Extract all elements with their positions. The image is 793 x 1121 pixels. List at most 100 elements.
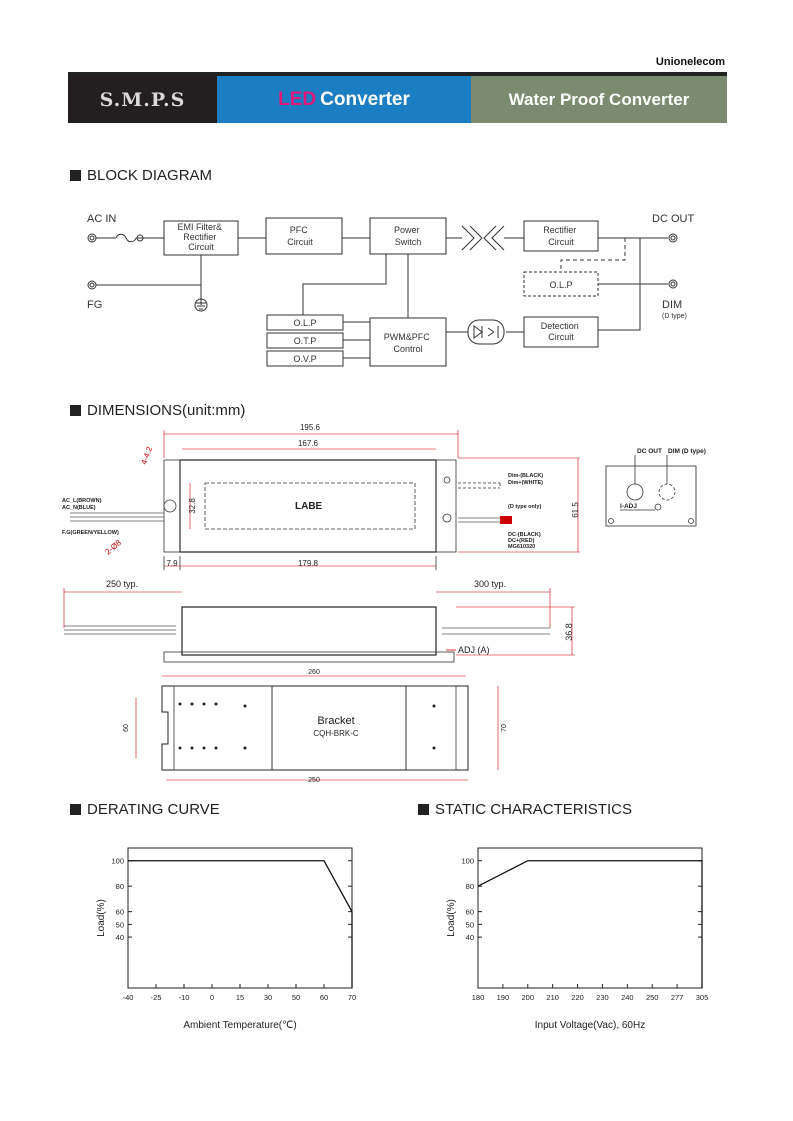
x-tick-label: 50 — [292, 993, 300, 1002]
right-cable-label: 300 typ. — [474, 579, 506, 589]
y-tick-label: 100 — [461, 857, 474, 866]
pfc-box — [265, 217, 343, 255]
wire-dc-plus: DC+(RED) — [508, 538, 535, 544]
end-adj-label: I-ADJ — [620, 503, 637, 510]
terminal-dot-icon — [89, 235, 95, 241]
bracket-view: 260 Bracket CQH-BRK-C 250 60 70 — [123, 669, 508, 784]
connector-icon — [500, 516, 512, 524]
dim-port-icon — [658, 483, 676, 501]
bracket-width-top: 260 — [308, 669, 320, 676]
d-type-only-note: (D type only) — [508, 504, 541, 510]
ground-icon — [194, 298, 208, 312]
y-tick-label: 50 — [116, 920, 124, 929]
section-title: DERATING CURVE — [87, 801, 220, 818]
wire — [598, 238, 641, 331]
series-line — [477, 860, 703, 988]
terminal-dot-icon — [670, 235, 676, 241]
wire-ac-n: AC_N(BLUE) — [62, 505, 96, 511]
y-axis-label: Load(%) — [96, 899, 107, 937]
header-rule — [68, 72, 727, 76]
hole-side-label: 2-Ø8 — [104, 538, 124, 557]
section-static: STATIC CHARACTERISTICS — [418, 801, 632, 818]
y-tick-label: 80 — [466, 882, 474, 891]
x-tick-label: 70 — [348, 993, 356, 1002]
terminal-dot-icon — [670, 281, 676, 287]
end-view: DC OUT DIM (D type) I-ADJ — [605, 448, 706, 527]
x-axis-label: Ambient Temperature(℃) — [183, 1020, 296, 1031]
dim-note: (D type) — [662, 313, 687, 320]
adj-label: ADJ (A) — [458, 645, 490, 655]
x-tick-label: -40 — [123, 993, 134, 1002]
bullet-square-icon — [70, 804, 81, 815]
left-cable-label: 250 typ. — [106, 579, 138, 589]
x-tick-label: 240 — [621, 993, 634, 1002]
bracket-title: Bracket — [317, 715, 354, 727]
label-area — [204, 482, 416, 530]
mount-hole-icon — [688, 518, 694, 524]
adj-pot-icon — [654, 503, 662, 511]
right-flange — [435, 459, 457, 553]
end-dc-out-label: DC OUT — [637, 448, 662, 455]
x-tick-label: 200 — [522, 993, 535, 1002]
y-axis-label: Load(%) — [446, 899, 457, 937]
plot-frame — [127, 847, 353, 989]
band-led-label: Converter — [320, 88, 410, 110]
dc-out-label: DC OUT — [652, 213, 694, 225]
fuse-icon — [96, 233, 164, 243]
band-waterproof: Water Proof Converter — [471, 76, 727, 123]
emi-filter-label: EMI Filter& Rectifier Circuit — [177, 222, 224, 252]
band-led-prefix: LED — [278, 88, 317, 110]
band-waterproof-label: Water Proof Converter — [508, 89, 690, 109]
section-derating: DERATING CURVE — [70, 801, 220, 818]
wire-fg: F.G(GREEN/YELLOW) — [62, 530, 119, 536]
dim-bottom-label: 179.8 — [298, 559, 319, 568]
bracket-height-left: 60 — [123, 724, 130, 732]
section-block-diagram: BLOCK DIAGRAM — [70, 167, 212, 184]
side-height-label: 36.8 — [564, 623, 574, 641]
bracket-width-bottom: 250 — [308, 777, 320, 784]
end-view-outline — [605, 465, 697, 527]
x-tick-label: 277 — [671, 993, 684, 1002]
side-view: 250 typ. 300 typ. 36.8 ADJ (A) — [63, 579, 575, 663]
section-dimensions: DIMENSIONS(unit:mm) — [70, 402, 245, 419]
y-tick-label: 40 — [466, 933, 474, 942]
bullet-square-icon — [70, 170, 81, 181]
y-tick-label: 80 — [116, 882, 124, 891]
y-tick-label: 60 — [116, 908, 124, 917]
y-tick-label: 100 — [111, 857, 124, 866]
x-tick-label: 305 — [696, 993, 709, 1002]
dim-wires — [458, 482, 501, 489]
dim-left-offset-label: 7.9 — [166, 559, 178, 568]
mount-hole-icon — [608, 518, 614, 524]
side-base — [163, 651, 455, 663]
bracket-panel-left — [173, 685, 273, 771]
series-line — [128, 860, 353, 988]
wire-dim-minus: Dim-(BLACK) — [508, 473, 543, 479]
wire — [343, 321, 370, 359]
dc-out-terminal-icon — [668, 233, 678, 243]
x-tick-label: 60 — [320, 993, 328, 1002]
bullet-square-icon — [418, 804, 429, 815]
x-tick-label: 180 — [472, 993, 485, 1002]
bullet-square-icon — [70, 405, 81, 416]
ground-lines-icon — [196, 302, 206, 310]
x-tick-label: 210 — [546, 993, 559, 1002]
side-output-wires — [442, 627, 550, 635]
output-wires — [458, 517, 500, 523]
bracket-outline — [161, 685, 469, 771]
dim-label: DIM — [662, 299, 682, 311]
x-tick-label: 30 — [264, 993, 272, 1002]
side-input-wires — [64, 625, 176, 635]
olp-label: O.L.P — [549, 280, 572, 290]
protection-ovp-label: O.V.P — [293, 354, 316, 364]
x-tick-label: 0 — [210, 993, 214, 1002]
dim-overall-label: 195.6 — [300, 423, 321, 432]
input-wires — [70, 512, 164, 522]
dashed-wire — [560, 238, 626, 272]
wire-dim-plus: Dim+(WHITE) — [508, 480, 543, 486]
wire — [302, 254, 409, 318]
transformer-icon — [461, 225, 505, 251]
